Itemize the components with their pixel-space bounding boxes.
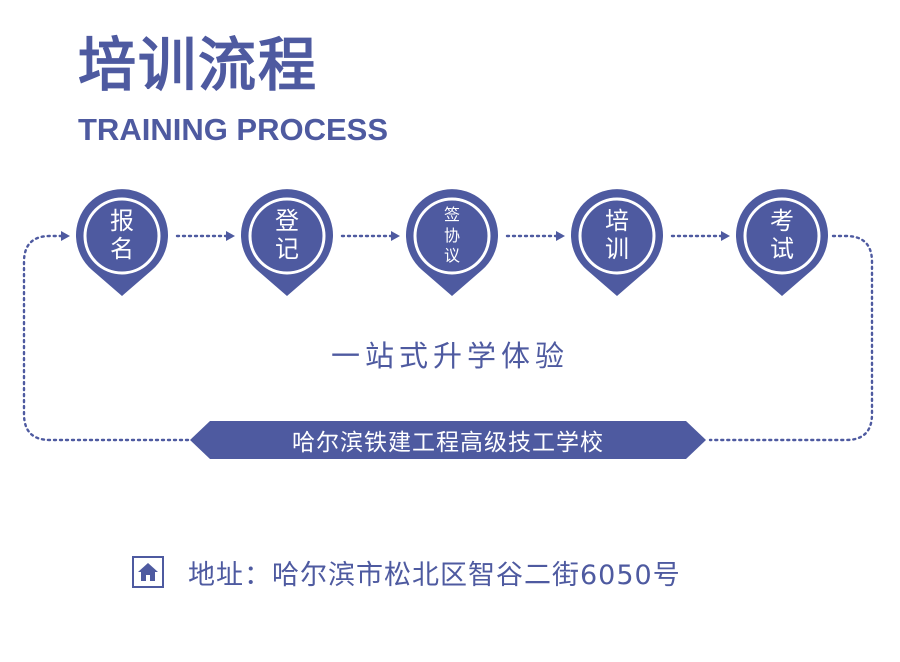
step-label-char: 报 [110, 207, 134, 236]
step-label-char: 名 [110, 235, 134, 263]
school-banner: 哈尔滨铁建工程高级技工学校 [190, 421, 706, 459]
map-pin-icon [76, 189, 168, 296]
step-label-char: 培 [605, 207, 629, 236]
arrow-into-step-1 [61, 231, 70, 241]
step-3-pin: 签协议 [404, 188, 500, 300]
step-2-label: 登记 [239, 188, 335, 284]
arrow-into-step-2 [226, 231, 235, 241]
page-title: 培训流程 [78, 31, 319, 99]
map-pin-icon [406, 189, 498, 296]
step-label-char: 训 [605, 235, 629, 263]
banner-shape [190, 421, 706, 459]
step-label-char: 签 [443, 204, 460, 224]
slogan: 一站式升学体验 [330, 339, 569, 373]
step-3-label: 签协议 [404, 188, 500, 284]
home-icon [132, 556, 164, 588]
map-pin-icon [571, 189, 663, 296]
school-name: 哈尔滨铁建工程高级技工学校 [292, 430, 604, 456]
step-4-label: 培训 [569, 188, 665, 284]
step-label-char: 试 [770, 235, 794, 263]
step-2-pin: 登记 [239, 188, 335, 300]
arrow-into-step-4 [556, 231, 565, 241]
step-1-label: 报名 [74, 188, 170, 284]
page-subtitle: TRAINING PROCESS [78, 112, 389, 147]
step-label-char: 协 [443, 225, 460, 245]
address-text: 地址：哈尔滨市松北区智谷二街6050号 [188, 559, 681, 591]
arrow-into-step-3 [391, 231, 400, 241]
map-pin-icon [241, 189, 333, 296]
loop-right [708, 234, 874, 442]
arrow-into-step-5 [721, 231, 730, 241]
step-1-pin: 报名 [74, 188, 170, 300]
address-row: 地址：哈尔滨市松北区智谷二街6050号 [132, 552, 681, 592]
step-5-label: 考试 [734, 188, 830, 284]
step-label-char: 记 [275, 235, 299, 263]
step-4-pin: 培训 [569, 188, 665, 300]
step-label-char: 议 [443, 246, 460, 266]
step-label-char: 登 [275, 207, 299, 236]
step-5-pin: 考试 [734, 188, 830, 300]
map-pin-icon [736, 189, 828, 296]
step-label-char: 考 [770, 207, 794, 236]
